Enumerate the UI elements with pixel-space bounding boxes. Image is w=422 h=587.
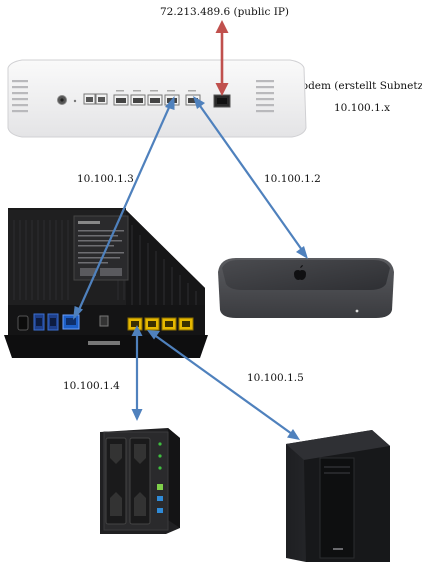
modem-reset-hole (73, 99, 77, 103)
mac-ip-label: 10.100.1.2 (264, 173, 321, 185)
asus-logo-icon (88, 341, 120, 345)
router-wan-port (62, 314, 80, 330)
nas-ip-label: 10.100.1.4 (63, 380, 120, 392)
modem-device (7, 59, 307, 138)
modem-phone-ports (83, 93, 108, 105)
nas-status-leds (157, 442, 163, 513)
router-wps-button (99, 315, 109, 327)
lan-arrows (73, 96, 308, 440)
modem-wan-ports (185, 94, 231, 108)
pc-brand-badge (333, 548, 343, 550)
pc-tower-device (286, 430, 390, 562)
router-lan-ports (127, 317, 194, 331)
public-ip-label: 72.213.489.6 (public IP) (160, 6, 290, 18)
modem-right-vent (256, 80, 274, 113)
modem-title-label: Modem (erstellt Subnetz) (291, 80, 422, 92)
router-device (4, 208, 208, 358)
nas-drive-bays (105, 437, 151, 525)
uplink-arrow (215, 20, 229, 96)
router-base (4, 335, 208, 358)
modem-subnet-label: 10.100.1.x (334, 102, 391, 114)
nas-device (100, 428, 180, 534)
modem-left-vent (12, 80, 28, 113)
pc-ip-label: 10.100.1.5 (247, 372, 304, 384)
router-usb-ports (17, 313, 59, 331)
router-ip-label: 10.100.1.3 (77, 173, 134, 185)
mac-power-led (355, 309, 359, 313)
pc-front-panel (319, 457, 355, 559)
apple-logo-icon (294, 265, 306, 280)
router-label-sticker (73, 215, 129, 281)
mac-mini-device (218, 258, 394, 318)
pc-drive-slots (324, 466, 350, 474)
connection-arrows (73, 20, 308, 440)
